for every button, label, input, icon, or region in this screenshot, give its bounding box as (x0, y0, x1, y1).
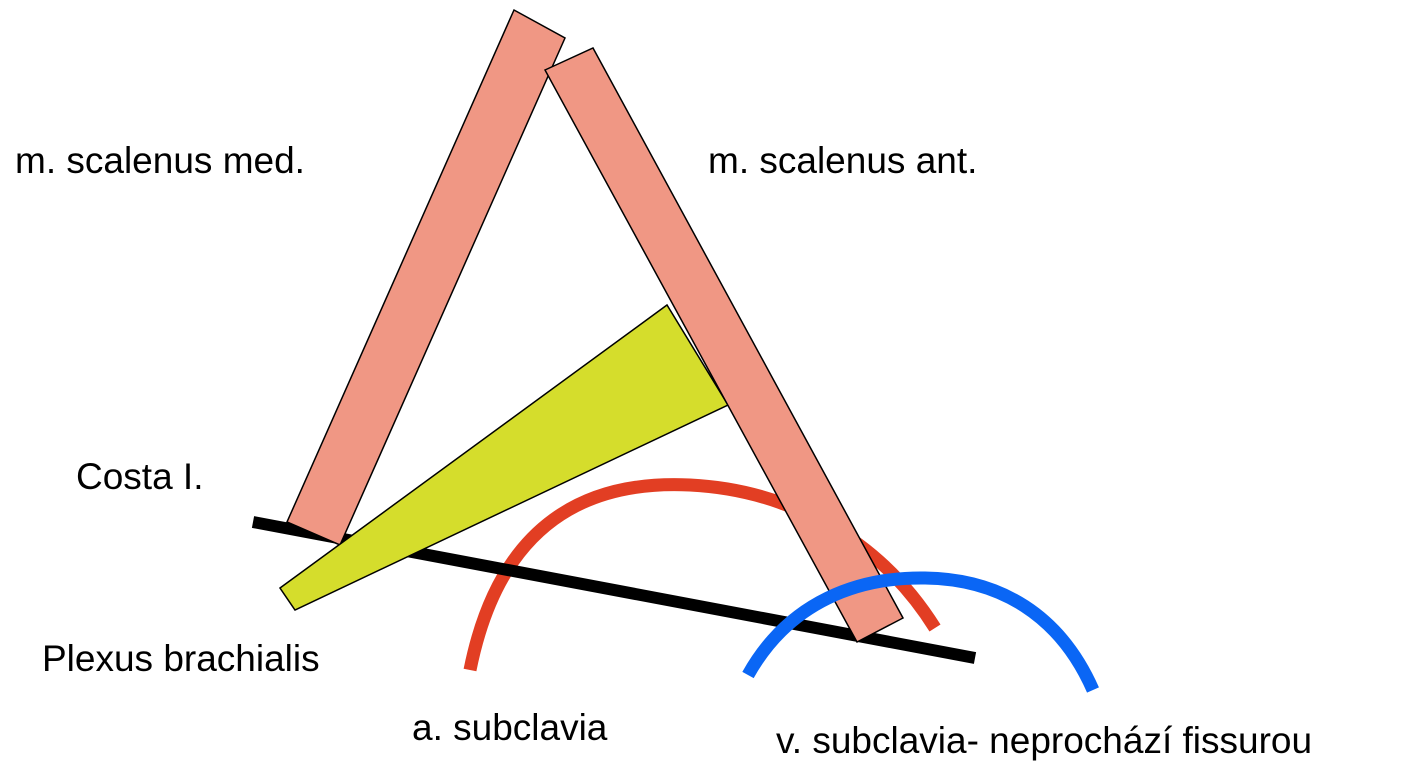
label-vena-subclavia: v. subclavia- neprochází fissurou (776, 720, 1313, 761)
subclavian-vein-arc (742, 571, 1099, 693)
label-scalenus-medius: m. scalenus med. (15, 140, 305, 181)
label-arteria-subclavia: a. subclavia (412, 707, 608, 748)
scalenus-anterior-muscle (543, 47, 905, 644)
subclavian-artery-arc (463, 478, 941, 672)
label-scalenus-anterior: m. scalenus ant. (708, 140, 978, 181)
label-costa: Costa I. (76, 456, 204, 497)
label-plexus-brachialis: Plexus brachialis (42, 638, 320, 679)
